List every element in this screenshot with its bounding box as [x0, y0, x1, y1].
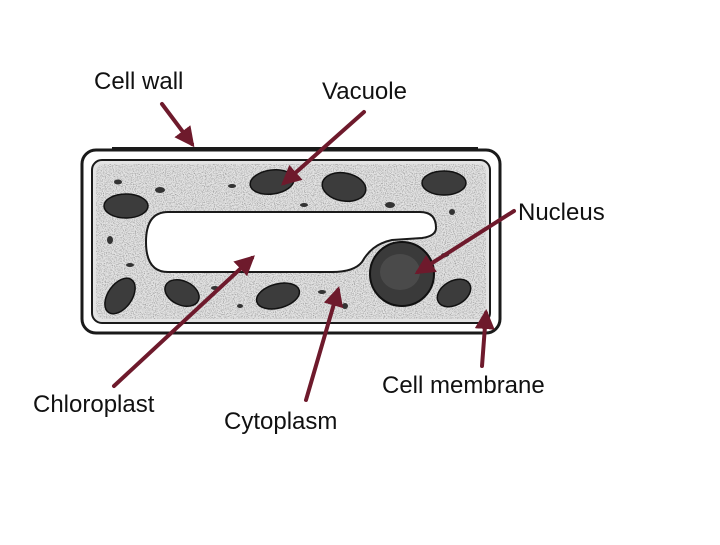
cell-membrane-arrow [474, 309, 495, 368]
vacuole-label: Vacuole [322, 78, 407, 105]
speck [126, 263, 134, 267]
chloroplasts [103, 168, 472, 315]
pointer-arrows [112, 102, 516, 402]
chloroplast [103, 193, 149, 219]
speck [449, 209, 455, 215]
cytoplasm-label: Cytoplasm [224, 408, 338, 435]
chloroplast-arrow [112, 255, 255, 388]
speck [342, 303, 348, 309]
cytoplasm-specks [107, 179, 455, 309]
cell-wall-arrow [160, 102, 195, 148]
speck [318, 290, 326, 294]
speck [107, 236, 113, 244]
nucleus-label: Nucleus [518, 199, 605, 226]
cytoplasm-arrow [304, 286, 344, 402]
chloroplast [321, 171, 367, 203]
chloroplast [421, 170, 467, 196]
chloroplast [164, 278, 200, 308]
chloroplast [255, 282, 301, 310]
speck [155, 187, 165, 193]
vacuole [144, 211, 438, 273]
speck [237, 304, 243, 308]
vacuole-arrow [281, 110, 366, 186]
chloroplast [104, 277, 136, 315]
speck [300, 203, 308, 207]
chloroplast-label: Chloroplast [33, 391, 155, 418]
chloroplast [436, 278, 472, 308]
speck [385, 202, 395, 208]
nucleus-texture [380, 254, 420, 290]
speck [228, 184, 236, 188]
cell-wall-label: Cell wall [94, 68, 184, 95]
cell-membrane-label: Cell membrane [382, 372, 545, 399]
speck [114, 179, 122, 185]
nucleus-arrow [414, 209, 516, 275]
